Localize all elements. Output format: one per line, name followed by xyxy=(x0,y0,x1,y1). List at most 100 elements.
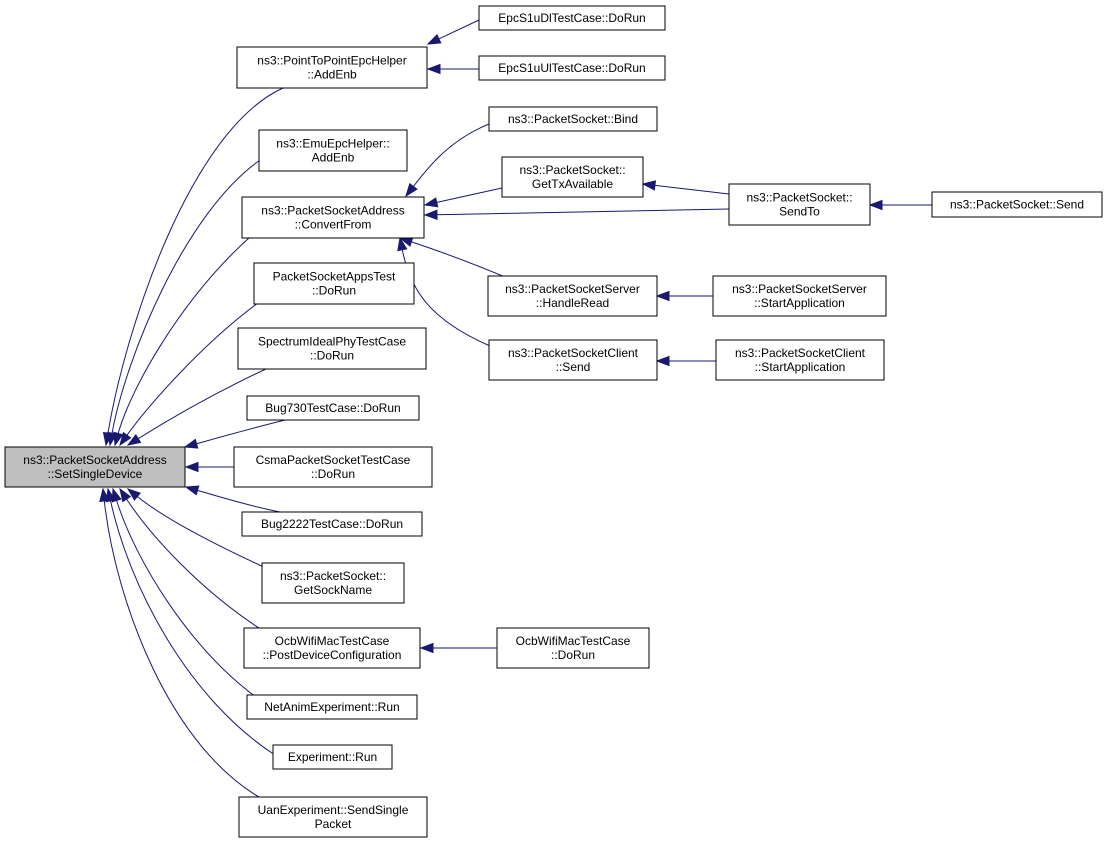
caller-node[interactable]: ns3::PacketSocket::Bind xyxy=(488,106,658,132)
node-box xyxy=(253,262,415,305)
caller-node[interactable]: ns3::PacketSocketServer::HandleRead xyxy=(487,275,658,317)
edge-line xyxy=(196,489,281,513)
edge-n9-to-n0 xyxy=(126,488,267,569)
node-label: ::DoRun xyxy=(311,467,355,481)
node-box xyxy=(728,183,871,226)
node-label: Bug2222TestCase::DoRun xyxy=(261,517,403,531)
node-box xyxy=(715,339,885,381)
node-label: UanExperiment::SendSingle xyxy=(258,803,409,817)
edge-arrowhead xyxy=(655,355,670,367)
edge-n17-to-n3 xyxy=(423,187,503,208)
edge-n16-to-n3 xyxy=(405,123,490,198)
caller-node[interactable]: Experiment::Run xyxy=(272,744,393,770)
edge-line xyxy=(115,499,261,701)
node-label: ::DoRun xyxy=(312,284,356,298)
caller-node[interactable]: ns3::PacketSocket::GetSockName xyxy=(261,562,405,604)
edge-arrowhead xyxy=(183,438,199,449)
caller-node[interactable]: SpectrumIdealPhyTestCase::DoRun xyxy=(237,327,427,370)
edge-line xyxy=(125,299,263,437)
caller-node[interactable]: OcbWifiMacTestCase::DoRun xyxy=(496,627,650,669)
edge-arrowhead xyxy=(184,485,200,496)
edge-arrowhead xyxy=(126,433,142,446)
edge-arrowhead xyxy=(868,199,883,211)
node-label: NetAnimExperiment::Run xyxy=(264,700,399,714)
node-label: ::Send xyxy=(556,360,591,374)
caller-node[interactable]: Bug2222TestCase::DoRun xyxy=(241,511,423,537)
edge-n22-to-n18 xyxy=(655,290,713,302)
node-label: GetTxAvailable xyxy=(532,177,613,191)
edge-arrowhead xyxy=(423,209,438,220)
edge-n8-to-n0 xyxy=(184,485,281,513)
edge-n2-to-n0 xyxy=(107,157,264,447)
edge-line xyxy=(136,495,267,569)
node-label: OcbWifiMacTestCase xyxy=(516,634,631,648)
node-label: ::HandleRead xyxy=(536,296,609,310)
node-box xyxy=(241,196,425,239)
node-label: ns3::EmuEpcHelper:: xyxy=(276,137,389,151)
edge-arrowhead xyxy=(423,197,439,208)
caller-node[interactable]: ns3::PointToPointEpcHelper::AddEnb xyxy=(236,46,428,89)
caller-node[interactable]: ns3::PacketSocketServer::StartApplicatio… xyxy=(712,275,887,317)
caller-node[interactable]: EpcS1uUlTestCase::DoRun xyxy=(478,55,666,81)
edge-n23-to-n19 xyxy=(655,355,716,367)
node-label: ns3::PacketSocketServer xyxy=(732,282,867,296)
node-box xyxy=(478,5,666,31)
node-label: SendTo xyxy=(779,205,820,219)
caller-node[interactable]: CsmaPacketSocketTestCase::DoRun xyxy=(233,446,433,488)
node-label: PacketSocketAppsTest xyxy=(273,270,396,284)
node-box xyxy=(243,627,421,669)
node-label: ::StartApplication xyxy=(754,296,845,310)
caller-node[interactable]: ns3::PacketSocketClient::Send xyxy=(488,339,658,381)
node-label: CsmaPacketSocketTestCase xyxy=(256,453,411,467)
edge-line xyxy=(195,419,286,445)
caller-node[interactable]: NetAnimExperiment::Run xyxy=(246,694,418,720)
caller-node[interactable]: ns3::PacketSocketClient::StartApplicatio… xyxy=(715,339,885,381)
edge-n15-to-n1 xyxy=(426,63,479,75)
edge-n7-to-n0 xyxy=(184,461,234,473)
edge-n21-to-n3 xyxy=(423,208,730,220)
edge-n20-to-n10 xyxy=(419,642,497,654)
node-box xyxy=(261,562,405,604)
node-box xyxy=(238,796,428,838)
node-box xyxy=(246,694,418,720)
edge-n19-to-n3 xyxy=(397,236,491,347)
caller-node[interactable]: ns3::PacketSocket::SendTo xyxy=(728,183,871,226)
node-layer: ns3::PacketSocketAddress::SetSingleDevic… xyxy=(4,5,1103,838)
node-label: EpcS1uUlTestCase::DoRun xyxy=(498,61,645,75)
node-label: Bug730TestCase::DoRun xyxy=(265,401,400,415)
caller-node[interactable]: ns3::PacketSocket::Send xyxy=(931,191,1103,218)
edge-line xyxy=(111,157,264,435)
edge-n21-to-n17 xyxy=(641,180,730,195)
caller-node[interactable]: EpcS1uDlTestCase::DoRun xyxy=(478,5,666,31)
node-label: GetSockName xyxy=(294,583,372,597)
edge-n13-to-n0 xyxy=(99,487,267,802)
node-box xyxy=(4,446,186,488)
focus-node[interactable]: ns3::PacketSocketAddress::SetSingleDevic… xyxy=(4,446,186,488)
edge-line xyxy=(137,368,267,440)
node-label: ns3::PacketSocket:: xyxy=(746,191,852,205)
caller-node[interactable]: OcbWifiMacTestCase::PostDeviceConfigurat… xyxy=(243,627,421,669)
edge-line xyxy=(653,184,730,195)
node-label: ::StartApplication xyxy=(755,360,846,374)
caller-node[interactable]: Bug730TestCase::DoRun xyxy=(246,395,420,421)
node-box xyxy=(488,106,658,132)
caller-node[interactable]: ns3::PacketSocketAddress::ConvertFrom xyxy=(241,196,425,239)
node-label: ns3::PacketSocket:: xyxy=(519,163,625,177)
node-label: ::AddEnb xyxy=(307,68,357,82)
edge-line xyxy=(435,187,503,204)
caller-node[interactable]: ns3::EmuEpcHelper::AddEnb xyxy=(258,129,408,172)
edge-n5-to-n0 xyxy=(126,368,267,446)
caller-node[interactable]: PacketSocketAppsTest::DoRun xyxy=(253,262,415,305)
node-box xyxy=(496,627,650,669)
node-label: EpcS1uDlTestCase::DoRun xyxy=(498,11,645,25)
node-label: ns3::PacketSocket::Bind xyxy=(508,112,638,126)
edge-arrowhead xyxy=(397,236,408,252)
edge-n18-to-n3 xyxy=(398,236,513,281)
edge-line xyxy=(412,123,490,188)
node-label: ns3::PacketSocketClient xyxy=(735,346,866,360)
caller-node[interactable]: ns3::PacketSocket::GetTxAvailable xyxy=(501,156,644,198)
node-box xyxy=(478,55,666,81)
node-label: ns3::PointToPointEpcHelper xyxy=(257,54,406,68)
